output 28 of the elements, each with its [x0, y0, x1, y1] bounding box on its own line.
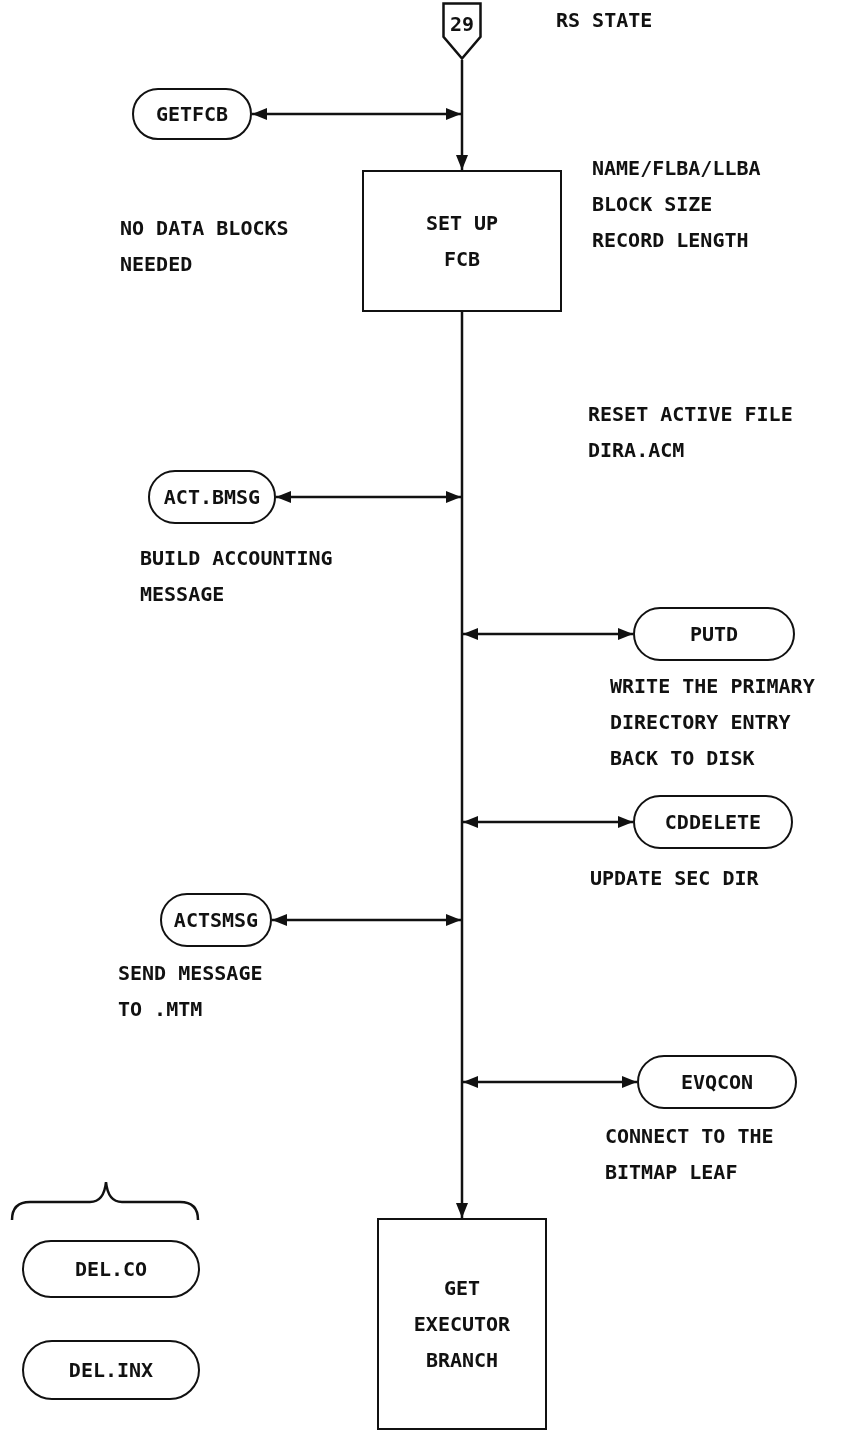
process-box: SET UP FCB	[362, 170, 562, 312]
terminal-box: ACT.BMSG	[148, 470, 276, 524]
annotation-text: SEND MESSAGE TO .MTM	[118, 960, 264, 1023]
double-arrow	[463, 1076, 637, 1088]
terminal-box: GETFCB	[132, 88, 252, 140]
terminal-box: CDDELETE	[633, 795, 793, 849]
annotation-text: CONNECT TO THE BITMAP LEAF	[605, 1123, 775, 1186]
terminal-box: PUTD	[633, 607, 795, 661]
annotation-text: NO DATA BLOCKS NEEDED	[120, 215, 290, 278]
annotation-text: UPDATE SEC DIR	[590, 865, 760, 892]
double-arrow	[272, 914, 461, 926]
terminal-box: DEL.INX	[22, 1340, 200, 1400]
double-arrow	[463, 628, 633, 640]
process-box: GET EXECUTOR BRANCH	[377, 1218, 547, 1430]
arrow	[456, 60, 468, 170]
note-text: RESET ACTIVE FILE DIRA.ACM	[588, 401, 794, 464]
off-page-connector: 29	[442, 2, 482, 60]
double-arrow	[463, 816, 633, 828]
terminal-box: EVQCON	[637, 1055, 797, 1109]
terminal-box: ACTSMSG	[160, 893, 272, 947]
annotation-text: BUILD ACCOUNTING MESSAGE	[140, 545, 334, 608]
annotation-text: RS STATE	[556, 7, 654, 34]
annotation-text: WRITE THE PRIMARY DIRECTORY ENTRY BACK TO DISK	[610, 673, 816, 772]
annotation-text: NAME/FLBA/LLBA BLOCK SIZE RECORD LENGTH	[592, 155, 762, 254]
double-arrow	[276, 491, 461, 503]
terminal-box: DEL.CO	[22, 1240, 200, 1298]
double-arrow	[252, 108, 461, 120]
arrow	[456, 312, 468, 1218]
